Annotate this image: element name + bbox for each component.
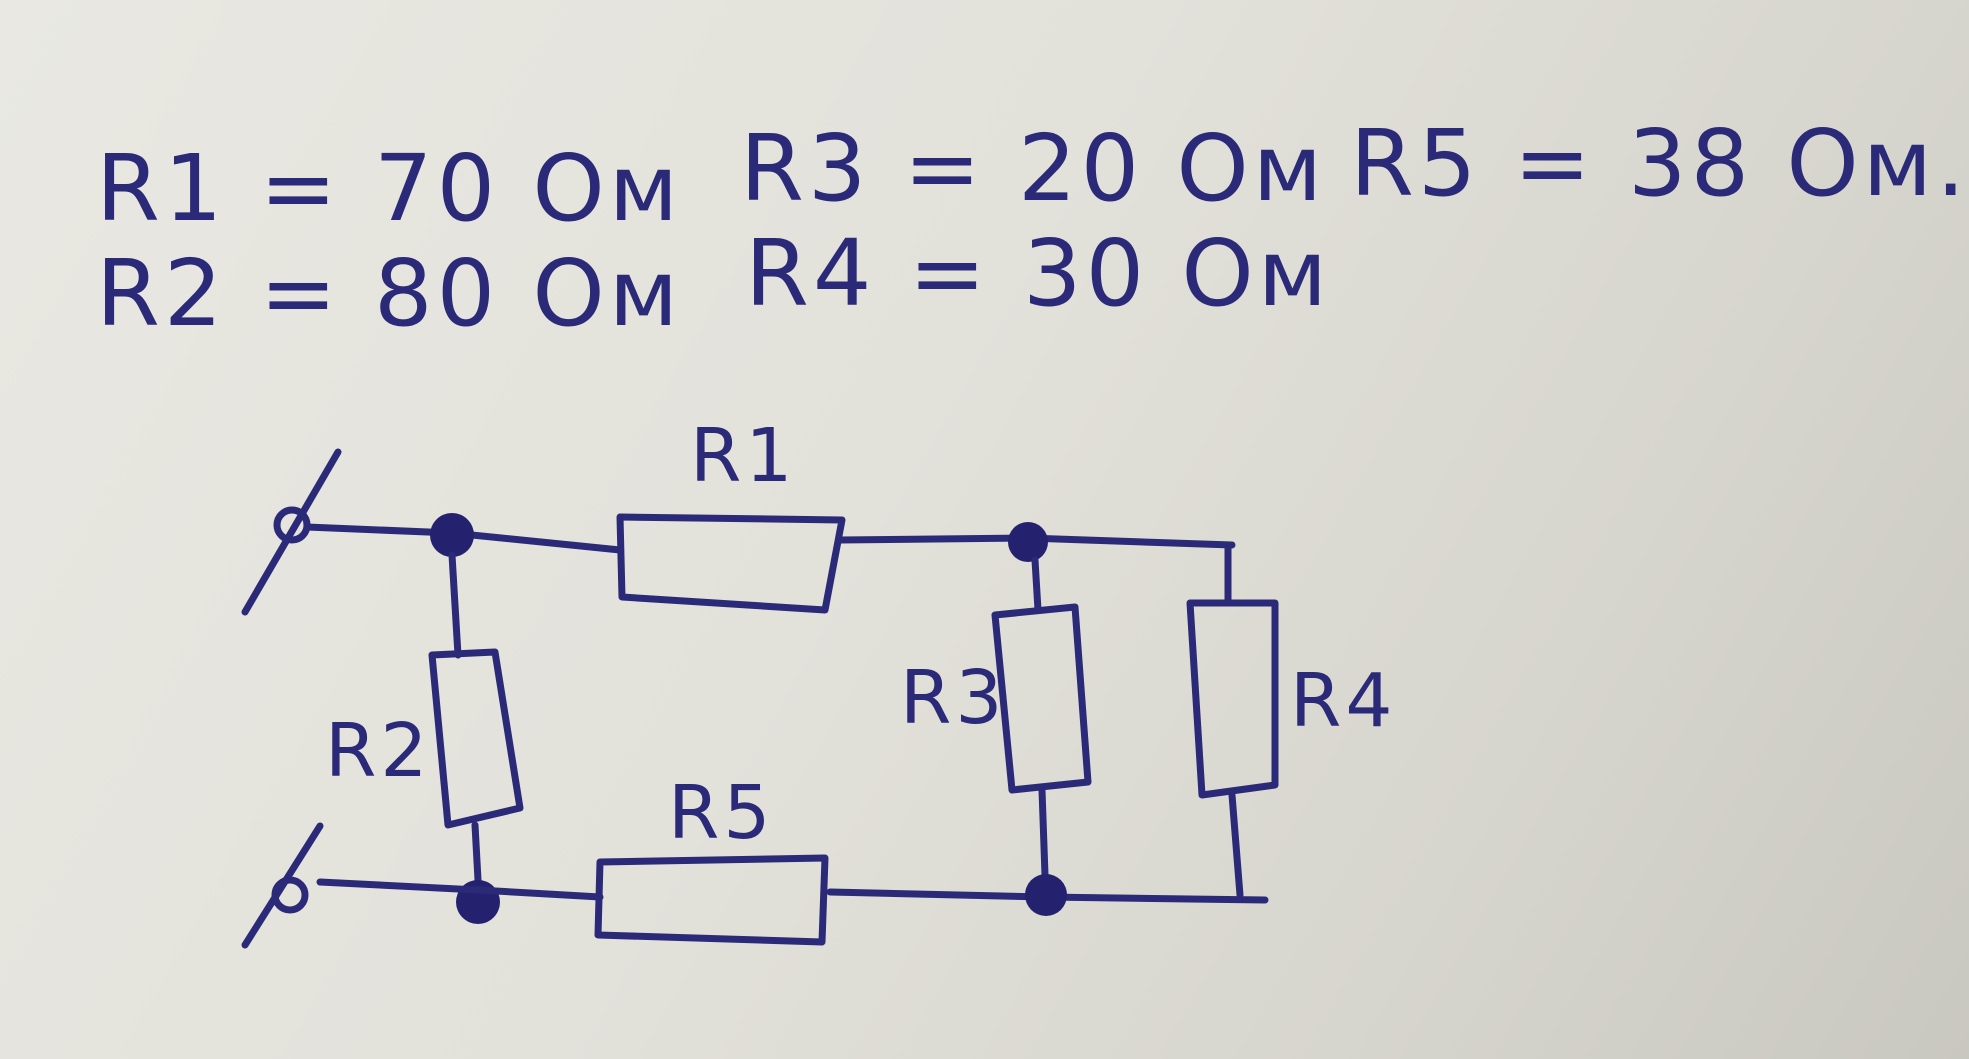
- resistor-r5: [594, 854, 829, 946]
- r3-value-text: R3 = 20 Ом: [740, 115, 1327, 222]
- junction-node-bottom-right: [1025, 874, 1067, 916]
- r5-label: R5: [668, 770, 775, 856]
- r3-upper-wire: [1031, 556, 1042, 614]
- r2-label: R2: [325, 708, 432, 794]
- resistor-r1: [616, 513, 846, 614]
- r2-upper-wire: [448, 551, 462, 659]
- resistor-r3: [991, 603, 1092, 794]
- r3-label: R3: [900, 655, 1007, 741]
- junction-node-top-right: [1008, 522, 1048, 562]
- r2-value-text: R2 = 80 Ом: [96, 240, 683, 347]
- r4-lower-wire: [1228, 791, 1244, 899]
- resistor-r2: [428, 648, 524, 829]
- r2-lower-wire: [471, 821, 482, 884]
- input-terminal-top: [241, 448, 342, 616]
- resistor-r4: [1186, 599, 1279, 799]
- circuit-diagram: [241, 448, 1279, 949]
- r4-value-text: R4 = 30 Ом: [745, 220, 1332, 327]
- bottom-left-wire: [316, 878, 604, 901]
- r1-value-text: R1 = 70 Ом: [96, 135, 683, 242]
- input-terminal-bottom: [241, 822, 324, 949]
- r4-label: R4: [1290, 658, 1397, 744]
- paper-sheet: R1 = 70 Ом R2 = 80 Ом R3 = 20 Ом R4 = 30…: [96, 110, 1965, 949]
- r1-label: R1: [690, 413, 797, 499]
- r3-lower-wire: [1038, 786, 1049, 879]
- r5-value-text: R5 = 38 Ом.: [1350, 110, 1969, 217]
- junction-node-top-left: [430, 513, 474, 557]
